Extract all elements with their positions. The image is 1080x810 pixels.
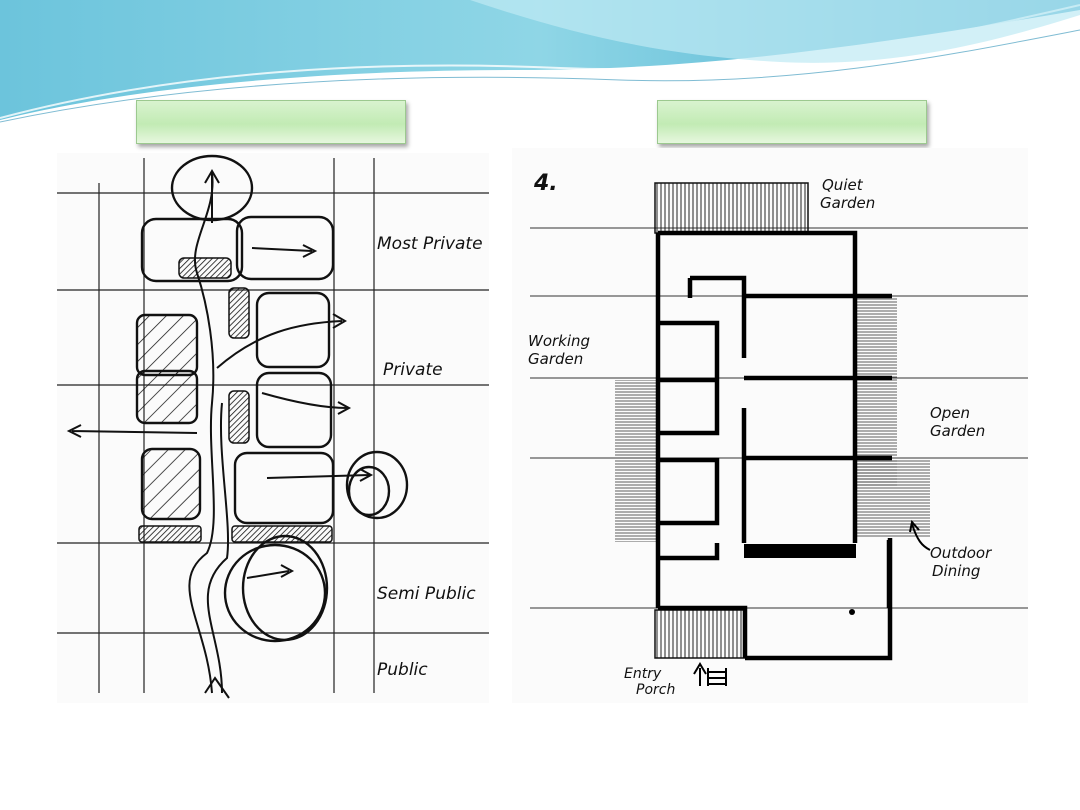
floor-plan-drawing: 4. Quiet Garden Working Garden Open Gard…: [528, 171, 1028, 698]
label-working-garden-2: Garden: [528, 350, 583, 368]
label-quiet-garden-1: Quiet: [822, 176, 864, 194]
zoning-sketch-drawing: Most Private Private Semi Public Public: [57, 154, 489, 699]
label-entry-porch-1: Entry: [624, 666, 662, 682]
label-open-garden-2: Garden: [930, 422, 985, 440]
label-outdoor-dining-2: Dining: [932, 562, 980, 580]
zone-label-semi-public: Semi Public: [377, 584, 476, 604]
label-entry-porch-2: Porch: [636, 682, 675, 698]
zoning-sketch: Most Private Private Semi Public Public: [57, 153, 489, 703]
label-working-garden-1: Working: [528, 332, 590, 350]
right-title-box: [657, 100, 927, 144]
zone-label-most-private: Most Private: [377, 234, 483, 254]
label-outdoor-dining-1: Outdoor: [930, 544, 992, 562]
label-open-garden-1: Open: [930, 404, 970, 422]
floor-plan-sketch: 4. Quiet Garden Working Garden Open Gard…: [512, 148, 1028, 703]
wave-header: [0, 0, 1080, 123]
plan-number: 4.: [533, 171, 558, 196]
label-quiet-garden-2: Garden: [820, 194, 875, 212]
zone-label-public: Public: [377, 660, 428, 680]
left-title-box: [136, 100, 406, 144]
zone-label-private: Private: [383, 360, 443, 380]
